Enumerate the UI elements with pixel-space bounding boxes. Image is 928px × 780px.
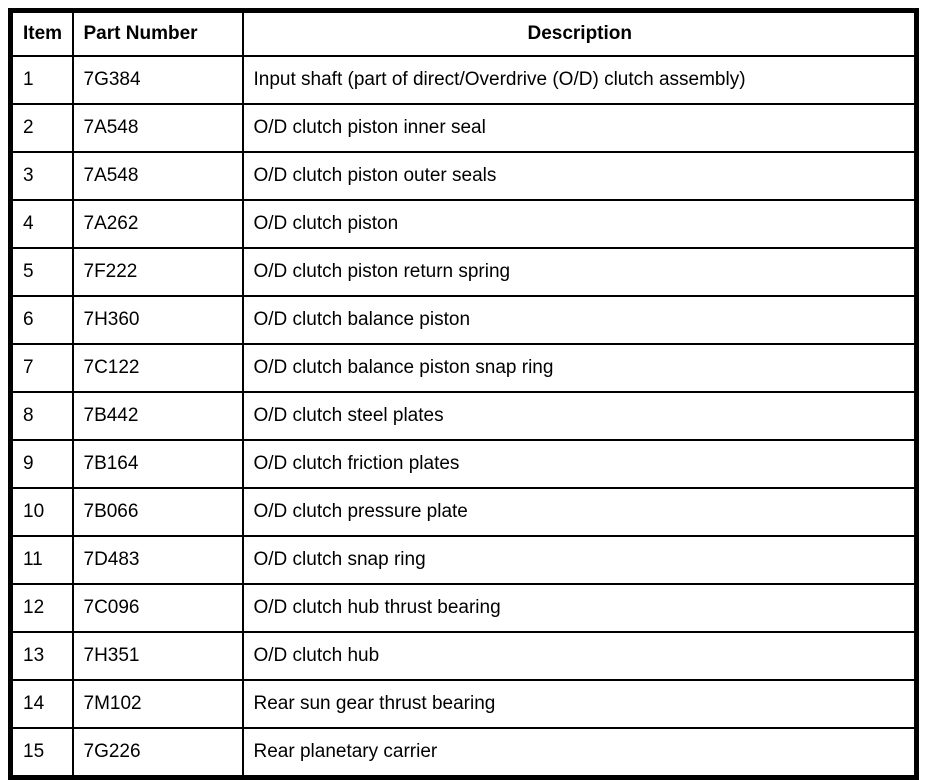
part-number-cell: 7B164: [71, 439, 244, 489]
part-number-cell: 7G384: [71, 55, 244, 105]
table-row: 3 7A548 O/D clutch piston outer seals: [9, 151, 918, 201]
table-row: 6 7H360 O/D clutch balance piston: [9, 295, 918, 345]
item-cell: 4: [9, 199, 74, 249]
column-header-item: Item: [9, 9, 74, 57]
description-cell: Input shaft (part of direct/Overdrive (O…: [241, 55, 918, 105]
table-row: 12 7C096 O/D clutch hub thrust bearing: [9, 583, 918, 633]
item-cell: 11: [9, 535, 74, 585]
description-cell: Rear sun gear thrust bearing: [241, 679, 918, 729]
table-row: 15 7G226 Rear planetary carrier: [9, 727, 918, 779]
part-number-cell: 7M102: [71, 679, 244, 729]
part-number-cell: 7G226: [71, 727, 244, 779]
column-header-part-number: Part Number: [71, 9, 244, 57]
description-cell: O/D clutch friction plates: [241, 439, 918, 489]
item-cell: 10: [9, 487, 74, 537]
description-cell: O/D clutch snap ring: [241, 535, 918, 585]
item-cell: 7: [9, 343, 74, 393]
part-number-cell: 7A548: [71, 151, 244, 201]
part-number-cell: 7A262: [71, 199, 244, 249]
item-cell: 13: [9, 631, 74, 681]
description-cell: O/D clutch hub: [241, 631, 918, 681]
description-cell: O/D clutch piston: [241, 199, 918, 249]
description-cell: O/D clutch pressure plate: [241, 487, 918, 537]
description-cell: O/D clutch steel plates: [241, 391, 918, 441]
part-number-cell: 7B066: [71, 487, 244, 537]
description-cell: O/D clutch piston outer seals: [241, 151, 918, 201]
part-number-cell: 7H351: [71, 631, 244, 681]
table-row: 9 7B164 O/D clutch friction plates: [9, 439, 918, 489]
table-row: 5 7F222 O/D clutch piston return spring: [9, 247, 918, 297]
table-row: 7 7C122 O/D clutch balance piston snap r…: [9, 343, 918, 393]
table-row: 13 7H351 O/D clutch hub: [9, 631, 918, 681]
item-cell: 3: [9, 151, 74, 201]
part-number-cell: 7D483: [71, 535, 244, 585]
table-header-row: Item Part Number Description: [9, 9, 918, 57]
description-cell: O/D clutch balance piston: [241, 295, 918, 345]
table-row: 2 7A548 O/D clutch piston inner seal: [9, 103, 918, 153]
table-row: 8 7B442 O/D clutch steel plates: [9, 391, 918, 441]
part-number-cell: 7C122: [71, 343, 244, 393]
description-cell: O/D clutch hub thrust bearing: [241, 583, 918, 633]
item-cell: 15: [9, 727, 74, 779]
part-number-cell: 7F222: [71, 247, 244, 297]
table-row: 14 7M102 Rear sun gear thrust bearing: [9, 679, 918, 729]
description-cell: O/D clutch piston inner seal: [241, 103, 918, 153]
item-cell: 9: [9, 439, 74, 489]
part-number-cell: 7A548: [71, 103, 244, 153]
description-cell: O/D clutch balance piston snap ring: [241, 343, 918, 393]
table-row: 10 7B066 O/D clutch pressure plate: [9, 487, 918, 537]
item-cell: 1: [9, 55, 74, 105]
description-cell: O/D clutch piston return spring: [241, 247, 918, 297]
column-header-description: Description: [241, 9, 918, 57]
description-cell: Rear planetary carrier: [241, 727, 918, 779]
part-number-cell: 7B442: [71, 391, 244, 441]
table-row: 4 7A262 O/D clutch piston: [9, 199, 918, 249]
item-cell: 12: [9, 583, 74, 633]
item-cell: 14: [9, 679, 74, 729]
table-row: 11 7D483 O/D clutch snap ring: [9, 535, 918, 585]
parts-list-table: Item Part Number Description 1 7G384 Inp…: [8, 8, 919, 780]
part-number-cell: 7H360: [71, 295, 244, 345]
table-row: 1 7G384 Input shaft (part of direct/Over…: [9, 55, 918, 105]
item-cell: 6: [9, 295, 74, 345]
item-cell: 5: [9, 247, 74, 297]
item-cell: 2: [9, 103, 74, 153]
item-cell: 8: [9, 391, 74, 441]
part-number-cell: 7C096: [71, 583, 244, 633]
